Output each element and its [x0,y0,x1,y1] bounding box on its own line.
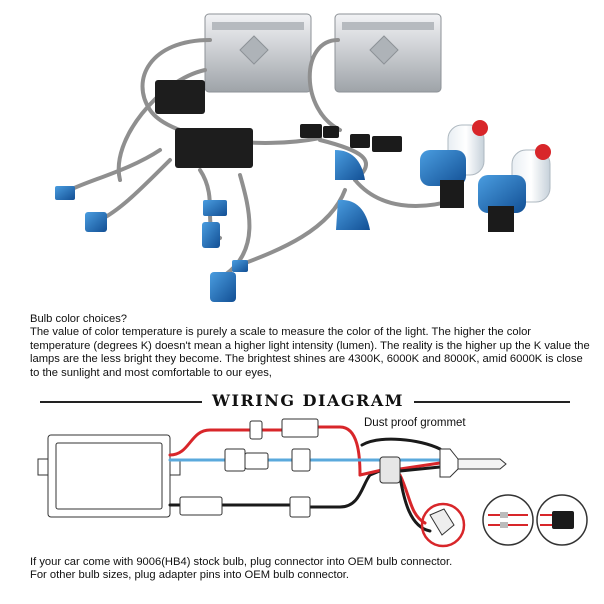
description-paragraph: The value of color temperature is purely… [30,326,590,379]
description-heading: Bulb color choices? [30,313,128,325]
oem-plug-icon [429,508,455,536]
title-rule-left [40,401,202,403]
ballast-left [204,13,312,93]
ballast-right [334,13,442,93]
dust-proof-grommet-label: Dust proof grommet [364,417,466,429]
hid-bulb-right [478,144,551,232]
wiring-diagram [37,418,588,548]
note-line-1: If your car come with 9006(HB4) stock bu… [30,556,453,568]
product-photo [55,13,551,302]
wiring-diagram-header: WIRING DIAGRAM [40,390,570,414]
note-line-2: For other bulb sizes, plug adapter pins … [30,569,350,581]
adapter-inset-1 [482,494,534,546]
adapter-inset-2 [536,494,588,546]
oem-connector-highlight [420,502,466,548]
ballast-outline [37,434,181,518]
title-rule-right [414,401,570,403]
wire-red-top [168,428,252,457]
wiring-diagram-title: WIRING DIAGRAM [212,391,404,410]
diagram-connectors [179,418,507,518]
color-temperature-description: Bulb color choices? The value of color t… [30,313,590,380]
installation-note: If your car come with 9006(HB4) stock bu… [30,556,590,582]
black-plugs [300,124,402,152]
relay-box-1 [155,80,205,114]
blue-connectors [55,150,370,302]
hid-bulb-left [420,120,488,208]
relay-box-2 [175,128,253,168]
